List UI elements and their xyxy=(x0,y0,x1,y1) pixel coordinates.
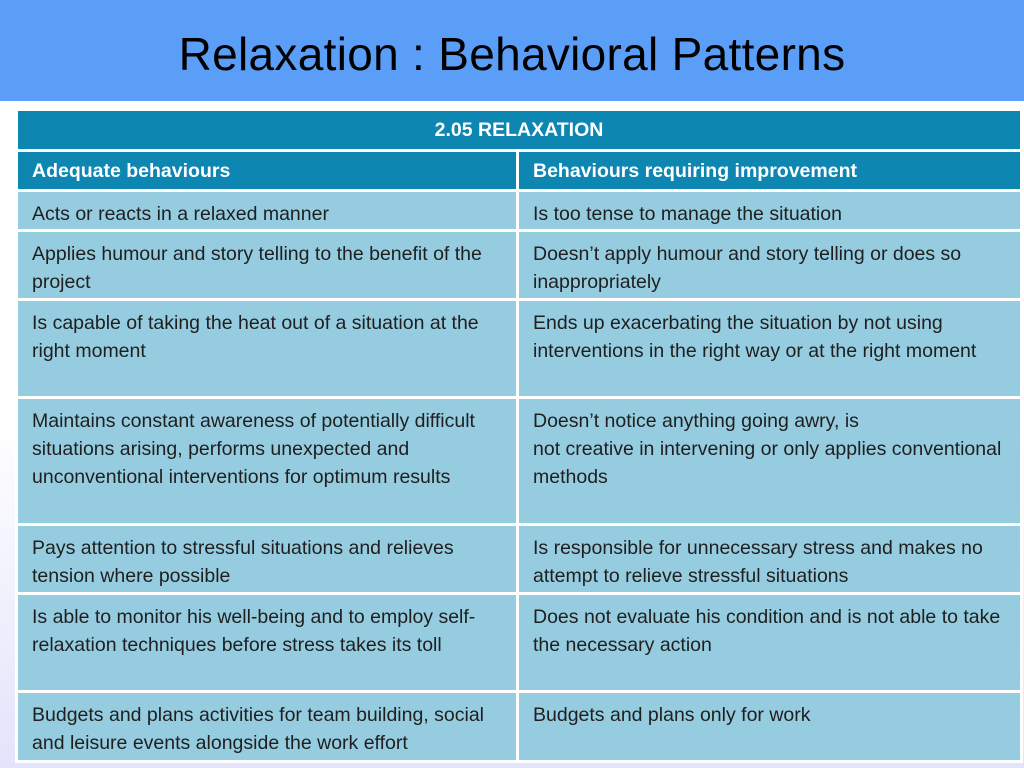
improvement-cell: Is too tense to manage the situation xyxy=(516,189,1023,232)
adequate-text: Budgets and plans activities for team bu… xyxy=(32,704,485,754)
improvement-cell: Doesn’t apply humour and story telling o… xyxy=(516,229,1023,301)
table-row: Maintains constant awareness of potentia… xyxy=(15,396,1023,526)
adequate-cell: Acts or reacts in a relaxed manner xyxy=(15,189,519,232)
table-row: Budgets and plans activities for team bu… xyxy=(15,690,1023,763)
adequate-cell: Pays attention to stressful situations a… xyxy=(15,523,519,595)
adequate-text: Acts or reacts in a relaxed manner xyxy=(32,203,329,225)
column-header-improvement: Behaviours requiring improvement xyxy=(516,149,1023,192)
adequate-cell: Is able to monitor his well-being and to… xyxy=(15,592,519,693)
adequate-cell: Budgets and plans activities for team bu… xyxy=(15,690,519,763)
improvement-text: Ends up exacerbating the situation by no… xyxy=(533,312,977,362)
adequate-text: Applies humour and story telling to the … xyxy=(32,243,482,293)
table-row: Pays attention to stressful situations a… xyxy=(15,523,1023,595)
adequate-text: Is able to monitor his well-being and to… xyxy=(32,606,476,656)
improvement-text: Doesn’t notice anything going awry, is n… xyxy=(533,410,1002,488)
column-header-adequate: Adequate behaviours xyxy=(15,149,519,192)
adequate-text: Pays attention to stressful situations a… xyxy=(32,537,454,587)
improvement-cell: Is responsible for unnecessary stress an… xyxy=(516,523,1023,595)
title-bar: Relaxation : Behavioral Patterns xyxy=(0,0,1024,101)
table-row: Applies humour and story telling to the … xyxy=(15,229,1023,301)
table-header-row: 2.05 RELAXATION xyxy=(15,108,1023,152)
column-header-row: Adequate behaviours Behaviours requiring… xyxy=(15,149,1023,192)
adequate-text: Is capable of taking the heat out of a s… xyxy=(32,312,479,362)
adequate-cell: Is capable of taking the heat out of a s… xyxy=(15,298,519,399)
adequate-cell: Applies humour and story telling to the … xyxy=(15,229,519,301)
table-row: Is able to monitor his well-being and to… xyxy=(15,592,1023,693)
improvement-cell: Doesn’t notice anything going awry, is n… xyxy=(516,396,1023,526)
improvement-text: Is responsible for unnecessary stress an… xyxy=(533,537,983,587)
slide-title: Relaxation : Behavioral Patterns xyxy=(178,28,846,80)
adequate-cell: Maintains constant awareness of potentia… xyxy=(15,396,519,526)
relaxation-table: 2.05 RELAXATION Adequate behaviours Beha… xyxy=(15,108,1023,763)
improvement-cell: Budgets and plans only for work xyxy=(516,690,1023,763)
improvement-text: Does not evaluate his condition and is n… xyxy=(533,606,1001,656)
improvement-cell: Ends up exacerbating the situation by no… xyxy=(516,298,1023,399)
improvement-text: Doesn’t apply humour and story telling o… xyxy=(533,243,962,293)
adequate-text: Maintains constant awareness of potentia… xyxy=(32,410,475,488)
table-header: 2.05 RELAXATION xyxy=(15,108,1023,152)
table-frame: 2.05 RELAXATION Adequate behaviours Beha… xyxy=(15,108,1023,763)
improvement-cell: Does not evaluate his condition and is n… xyxy=(516,592,1023,693)
improvement-text: Budgets and plans only for work xyxy=(533,704,811,726)
table-row: Is capable of taking the heat out of a s… xyxy=(15,298,1023,399)
improvement-text: Is too tense to manage the situation xyxy=(533,203,842,225)
table-row: Acts or reacts in a relaxed manner Is to… xyxy=(15,189,1023,232)
